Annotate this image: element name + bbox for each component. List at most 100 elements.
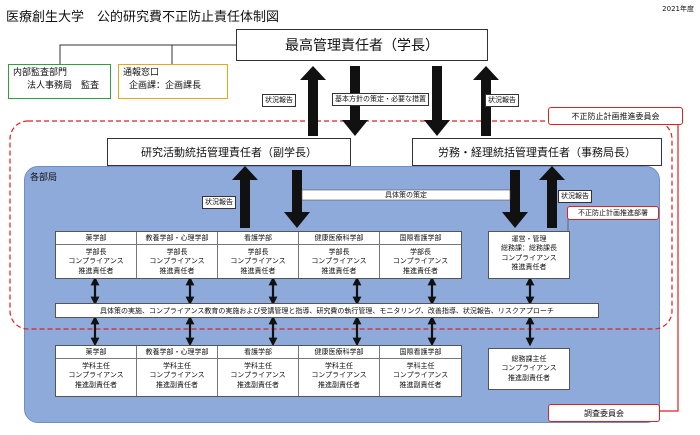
departments-label: 各部局 xyxy=(30,173,58,183)
unit-compliance: コンプライアンス xyxy=(230,371,286,380)
unit-title: 推進副責任者 xyxy=(399,380,442,389)
line-to-audit xyxy=(59,44,236,64)
upper-unit: 教養学部・心理学部 学部長コンプライアンス推進責任者 xyxy=(137,232,218,278)
committee-outline xyxy=(9,120,673,330)
admin-person: 総務課：総務課長 xyxy=(501,244,557,253)
unit-role: 学科主任 xyxy=(325,362,353,370)
unit-role: 学部長 xyxy=(410,248,431,256)
lower-admin-box: 総務課主任 コンプライアンス 推進副責任者 xyxy=(488,348,570,390)
page-title: 医療創生大学 公的研究費不正防止責任体制図 xyxy=(6,10,280,25)
unit-title: 推進副責任者 xyxy=(237,380,279,389)
arrow-down-right-1 xyxy=(424,66,450,136)
arrow-up-left-mid xyxy=(232,166,258,228)
top-manager-box: 最高管理責任者（学長） xyxy=(236,29,488,61)
implementation-bar: 具体策の実施、コンプライアンス教育の実施および受講管理と指導、研究費の執行管理、… xyxy=(55,303,599,318)
admin-compliance: コンプライアンス xyxy=(501,253,557,262)
unit-head: 教養学部・心理学部 xyxy=(137,346,217,359)
policy-label: 基本方針の策定・必要な措置 xyxy=(332,93,429,106)
unit-head: 看護学部 xyxy=(218,232,298,245)
unit-compliance: コンプライアンス xyxy=(149,257,205,266)
unit-role: 学部長 xyxy=(247,248,269,256)
lower-unit: 薬学部 学科主任コンプライアンス推進副責任者 xyxy=(56,346,137,396)
unit-body: 学科主任コンプライアンス推進副責任者 xyxy=(380,359,461,390)
unit-head: 健康医療科学部 xyxy=(299,346,379,359)
status-report-label-1: 状況報告 xyxy=(262,94,296,107)
finance-manager-box: 労務・経理統括管理責任者（事務局長） xyxy=(412,138,662,166)
unit-compliance: コンプライアンス xyxy=(68,257,124,266)
unit-title: 推進責任者 xyxy=(321,266,357,275)
small-arrows xyxy=(90,276,535,347)
report-detail: 企画課：企画課長 xyxy=(129,80,202,91)
lower-unit: 教養学部・心理学部 学科主任コンプライアンス推進副責任者 xyxy=(137,346,218,396)
internal-audit-box: 内部監査部門 法人事務局 監査 xyxy=(8,64,111,99)
lower-unit: 看護学部 学科主任コンプライアンス推進副責任者 xyxy=(218,346,299,396)
unit-title: 推進副責任者 xyxy=(156,380,198,389)
unit-body: 学部長コンプライアンス推進責任者 xyxy=(56,245,136,276)
admin-title: 推進副責任者 xyxy=(508,373,550,382)
unit-compliance: コンプライアンス xyxy=(392,257,449,266)
unit-body: 学科主任コンプライアンス推進副責任者 xyxy=(299,359,379,390)
unit-body: 学科主任コンプライアンス推進副責任者 xyxy=(137,359,217,390)
audit-title: 内部監査部門 xyxy=(13,68,68,78)
audit-detail: 法人事務局 監査 xyxy=(27,80,100,91)
unit-title: 推進責任者 xyxy=(403,266,438,275)
arrow-up-right-mid xyxy=(539,166,565,228)
committee-bracket xyxy=(660,123,679,412)
report-window-box: 通報窓口 企画課：企画課長 xyxy=(118,64,228,99)
unit-head: 国際看護学部 xyxy=(380,346,461,359)
unit-title: 推進責任者 xyxy=(159,266,195,275)
arrow-up-left-1 xyxy=(300,66,326,136)
investigation-committee-label: 調査委員会 xyxy=(548,404,660,422)
unit-role: 学科主任 xyxy=(163,362,191,370)
admin-role: 運営・管理 xyxy=(511,235,547,243)
unit-role: 学部長 xyxy=(166,248,188,256)
unit-body: 学部長コンプライアンス推進責任者 xyxy=(299,245,379,276)
unit-head: 教養学部・心理学部 xyxy=(137,232,217,245)
unit-compliance: コンプライアンス xyxy=(230,257,286,266)
arrow-down-left-mid xyxy=(284,170,310,228)
unit-head: 健康医療科学部 xyxy=(299,232,379,245)
upper-admin-box: 運営・管理 総務課：総務課長 コンプライアンス 推進責任者 xyxy=(488,231,570,279)
admin-compliance: コンプライアンス xyxy=(501,364,557,373)
upper-unit: 薬学部 学部長コンプライアンス推進責任者 xyxy=(56,232,137,278)
fiscal-year: 2021年度 xyxy=(662,5,694,13)
admin-role: 総務課主任 xyxy=(511,355,547,363)
arrow-down-right-mid xyxy=(502,170,528,228)
unit-body: 学部長コンプライアンス推進責任者 xyxy=(218,245,298,276)
lower-units-grid: 薬学部 学科主任コンプライアンス推進副責任者 教養学部・心理学部 学科主任コンプ… xyxy=(55,345,462,397)
status-report-label-4: 状況報告 xyxy=(558,190,592,203)
measures-label: 具体策の策定 xyxy=(385,191,427,199)
unit-role: 学科主任 xyxy=(244,362,272,370)
upper-unit: 看護学部 学部長コンプライアンス推進責任者 xyxy=(218,232,299,278)
report-title: 通報窓口 xyxy=(123,68,160,78)
unit-compliance: コンプライアンス xyxy=(392,371,449,380)
admin-title: 推進責任者 xyxy=(511,263,547,272)
unit-compliance: コンプライアンス xyxy=(68,371,124,380)
unit-role: 学科主任 xyxy=(82,362,110,370)
unit-role: 学部長 xyxy=(85,248,107,256)
research-manager-box: 研究活動統括管理責任者（副学長） xyxy=(107,138,351,166)
lower-unit: 国際看護学部 学科主任コンプライアンス推進副責任者 xyxy=(380,346,461,396)
unit-head: 薬学部 xyxy=(56,346,136,359)
unit-body: 学科主任コンプライアンス推進副責任者 xyxy=(218,359,298,390)
promotion-office-label: 不正防止計画推進部署 xyxy=(567,206,659,220)
unit-role: 学部長 xyxy=(328,248,350,256)
lower-unit: 健康医療科学部 学科主任コンプライアンス推進副責任者 xyxy=(299,346,380,396)
unit-body: 学部長コンプライアンス推進責任者 xyxy=(137,245,217,276)
unit-compliance: コンプライアンス xyxy=(149,371,205,380)
status-report-label-3: 状況報告 xyxy=(202,196,236,209)
upper-unit: 国際看護学部 学部長コンプライアンス推進責任者 xyxy=(380,232,461,278)
unit-compliance: コンプライアンス xyxy=(311,371,367,380)
unit-compliance: コンプライアンス xyxy=(311,257,367,266)
unit-title: 推進責任者 xyxy=(240,266,276,275)
upper-unit: 健康医療科学部 学部長コンプライアンス推進責任者 xyxy=(299,232,380,278)
unit-head: 国際看護学部 xyxy=(380,232,461,245)
unit-body: 学部長コンプライアンス推進責任者 xyxy=(380,245,461,276)
unit-role: 学科主任 xyxy=(406,362,435,370)
unit-body: 学科主任コンプライアンス推進副責任者 xyxy=(56,359,136,390)
upper-units-grid: 薬学部 学部長コンプライアンス推進責任者 教養学部・心理学部 学部長コンプライア… xyxy=(55,231,462,279)
unit-title: 推進副責任者 xyxy=(75,380,117,389)
unit-title: 推進副責任者 xyxy=(318,380,360,389)
status-report-label-2: 状況報告 xyxy=(485,94,519,107)
unit-title: 推進責任者 xyxy=(78,266,114,275)
